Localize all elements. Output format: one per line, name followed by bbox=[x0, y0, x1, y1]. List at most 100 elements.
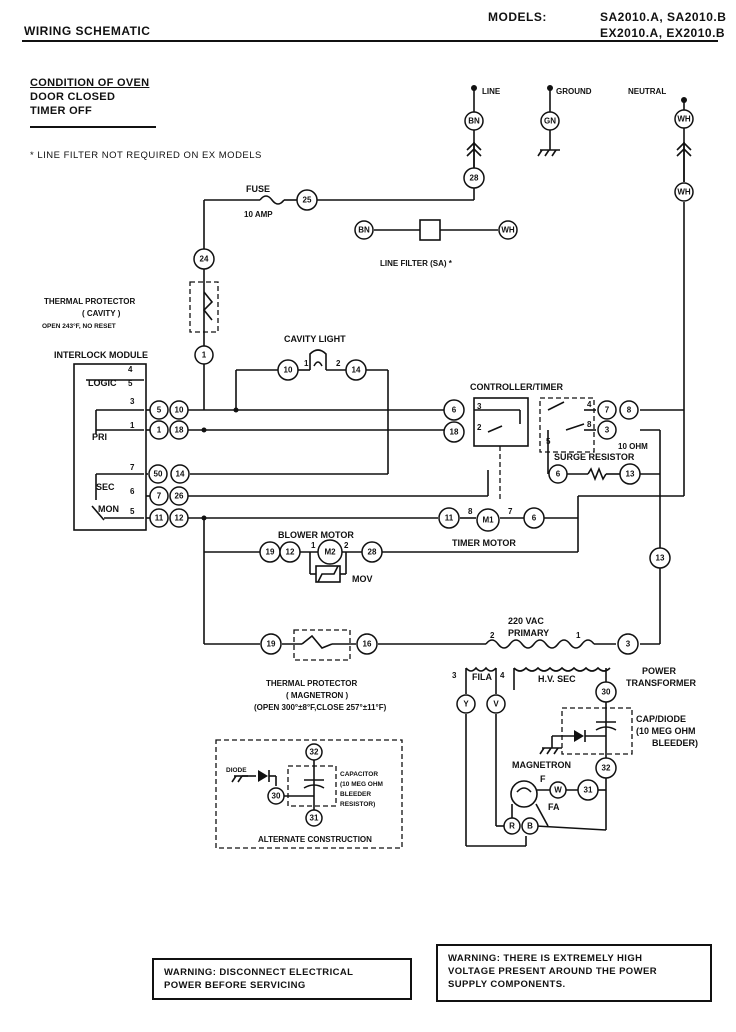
ctrl-switch bbox=[487, 425, 503, 433]
terminal-3-timer-label: 3 bbox=[605, 426, 610, 435]
timer-motor-pin-7: 7 bbox=[508, 507, 513, 516]
thermal-magnetron-switch bbox=[301, 634, 333, 649]
controller-box bbox=[473, 397, 529, 447]
fila-pin-3: 3 bbox=[452, 671, 457, 680]
blower-motor-label: BLOWER MOTOR bbox=[278, 530, 354, 540]
terminal-v: V bbox=[486, 694, 506, 714]
fuse-symbol bbox=[259, 195, 285, 205]
terminal-24: 24 bbox=[193, 248, 215, 270]
terminal-bn-filter-label: BN bbox=[358, 226, 370, 235]
thermal-cavity-title: THERMAL PROTECTOR bbox=[44, 297, 135, 306]
models-line-1: SA2010.A, SA2010.B bbox=[600, 10, 727, 24]
mov-label: MOV bbox=[352, 574, 373, 584]
timer-pin-8: 8 bbox=[587, 420, 592, 429]
terminal-3-timer: 3 bbox=[597, 420, 617, 440]
power-label: POWER bbox=[642, 666, 677, 676]
terminal-10-light: 10 bbox=[277, 359, 299, 381]
terminal-wh-mid: WH bbox=[674, 182, 694, 202]
alt-terminals: 32 30 31 bbox=[267, 743, 323, 827]
terminal-m1: M1 bbox=[476, 508, 500, 532]
line-filter-label: LINE FILTER (SA) * bbox=[380, 259, 453, 268]
magnetron-f-label: F bbox=[540, 774, 546, 784]
blower-pin-2: 2 bbox=[344, 541, 349, 550]
terminal-w: W bbox=[549, 781, 567, 799]
terminal-b: B bbox=[521, 817, 539, 835]
warning-hv-line-2: VOLTAGE PRESENT AROUND THE POWER bbox=[448, 966, 657, 977]
terminal-13-surge: 13 bbox=[619, 463, 641, 485]
surge-ohm-label: 10 OHM bbox=[618, 442, 648, 451]
terminal-7-timer-label: 7 bbox=[605, 406, 610, 415]
terminal-7-timer: 7 bbox=[597, 400, 617, 420]
cavity-lamp bbox=[309, 349, 327, 370]
terminal-w-label: W bbox=[554, 786, 562, 795]
thermal-magnetron-title: THERMAL PROTECTOR bbox=[266, 679, 357, 688]
alt-terminal-32-label: 32 bbox=[310, 748, 319, 757]
sec-label: SEC bbox=[96, 482, 115, 492]
pin-1: 1 bbox=[130, 421, 135, 430]
warning-hv-line-1: WARNING: THERE IS EXTREMELY HIGH bbox=[448, 953, 643, 964]
terminal-wh-filter: WH bbox=[498, 220, 518, 240]
logic-pin: 5 bbox=[128, 379, 133, 388]
terminal-1: 1 bbox=[149, 420, 169, 440]
timer-pin-5: 5 bbox=[546, 437, 551, 446]
vac-label: 220 VAC bbox=[508, 616, 544, 626]
terminal-16: 16 bbox=[356, 633, 378, 655]
terminal-12-blower: 12 bbox=[279, 541, 301, 563]
terminal-25: 25 bbox=[296, 189, 318, 211]
timer-motor-label: TIMER MOTOR bbox=[452, 538, 516, 548]
alt-diode-symbol bbox=[258, 770, 268, 782]
terminal-5-label: 5 bbox=[157, 406, 162, 415]
timer-motor-pin-8: 8 bbox=[468, 507, 473, 516]
blower-pin-1: 1 bbox=[311, 541, 316, 550]
terminal-1-label: 1 bbox=[157, 426, 162, 435]
timer-switch-a bbox=[547, 401, 565, 411]
terminal-m2-label: M2 bbox=[324, 548, 336, 557]
warning-disconnect-line-1: WARNING: DISCONNECT ELECTRICAL bbox=[164, 967, 354, 978]
hv-sec-label: H.V. SEC bbox=[538, 674, 576, 684]
alt-cap-label-3: BLEEDER bbox=[340, 791, 371, 798]
terminal-y: Y bbox=[456, 694, 476, 714]
primary-label: PRIMARY bbox=[508, 628, 549, 638]
primary-pin-1: 1 bbox=[576, 631, 581, 640]
magnetron-filament bbox=[516, 787, 532, 793]
terminal-b-label: B bbox=[527, 822, 533, 831]
magnetron-fa-label: FA bbox=[548, 802, 560, 812]
terminal-14-light-label: 14 bbox=[352, 366, 361, 375]
capdiode-bleeder: BLEEDER) bbox=[652, 738, 698, 748]
terminal-12-label: 12 bbox=[175, 514, 184, 523]
terminal-v-label: V bbox=[493, 700, 499, 709]
terminal-13-right: 13 bbox=[649, 547, 671, 569]
lamp-filament bbox=[313, 361, 323, 367]
terminal-13-right-label: 13 bbox=[656, 554, 665, 563]
terminal-28-blower: 28 bbox=[361, 541, 383, 563]
ctrl-pin-2: 2 bbox=[477, 423, 482, 432]
terminal-r: R bbox=[503, 817, 521, 835]
ground-label: GROUND bbox=[556, 87, 592, 96]
terminal-19-blower: 19 bbox=[259, 541, 281, 563]
fuse-rating: 10 AMP bbox=[244, 210, 273, 219]
neutral-label: NEUTRAL bbox=[628, 87, 666, 96]
filament-winding bbox=[465, 666, 497, 672]
fuse-label: FUSE bbox=[246, 184, 270, 194]
terminal-50-label: 50 bbox=[154, 470, 163, 479]
terminal-18-label: 18 bbox=[175, 426, 184, 435]
ground-symbol bbox=[537, 149, 560, 157]
terminal-31-label: 31 bbox=[584, 786, 593, 795]
terminal-bn-label: BN bbox=[468, 117, 480, 126]
line-label: LINE bbox=[482, 87, 501, 96]
junction-b bbox=[201, 427, 207, 433]
terminal-12-blower-label: 12 bbox=[286, 548, 295, 557]
neutral-node bbox=[681, 97, 687, 103]
surge-resistor-label: SURGE RESISTOR bbox=[554, 452, 635, 462]
terminal-8-timer-label: 8 bbox=[627, 406, 632, 415]
terminal-6-ctrl-label: 6 bbox=[452, 406, 457, 415]
warning-disconnect-line-2: POWER BEFORE SERVICING bbox=[164, 980, 306, 991]
alt-construction-title: ALTERNATE CONSTRUCTION bbox=[258, 835, 372, 844]
alt-terminal-31-label: 31 bbox=[310, 814, 319, 823]
terminal-18: 18 bbox=[169, 420, 189, 440]
schematic-title: WIRING SCHEMATIC bbox=[24, 24, 151, 38]
terminal-gn: GN bbox=[540, 111, 560, 131]
junction-a bbox=[233, 407, 239, 413]
